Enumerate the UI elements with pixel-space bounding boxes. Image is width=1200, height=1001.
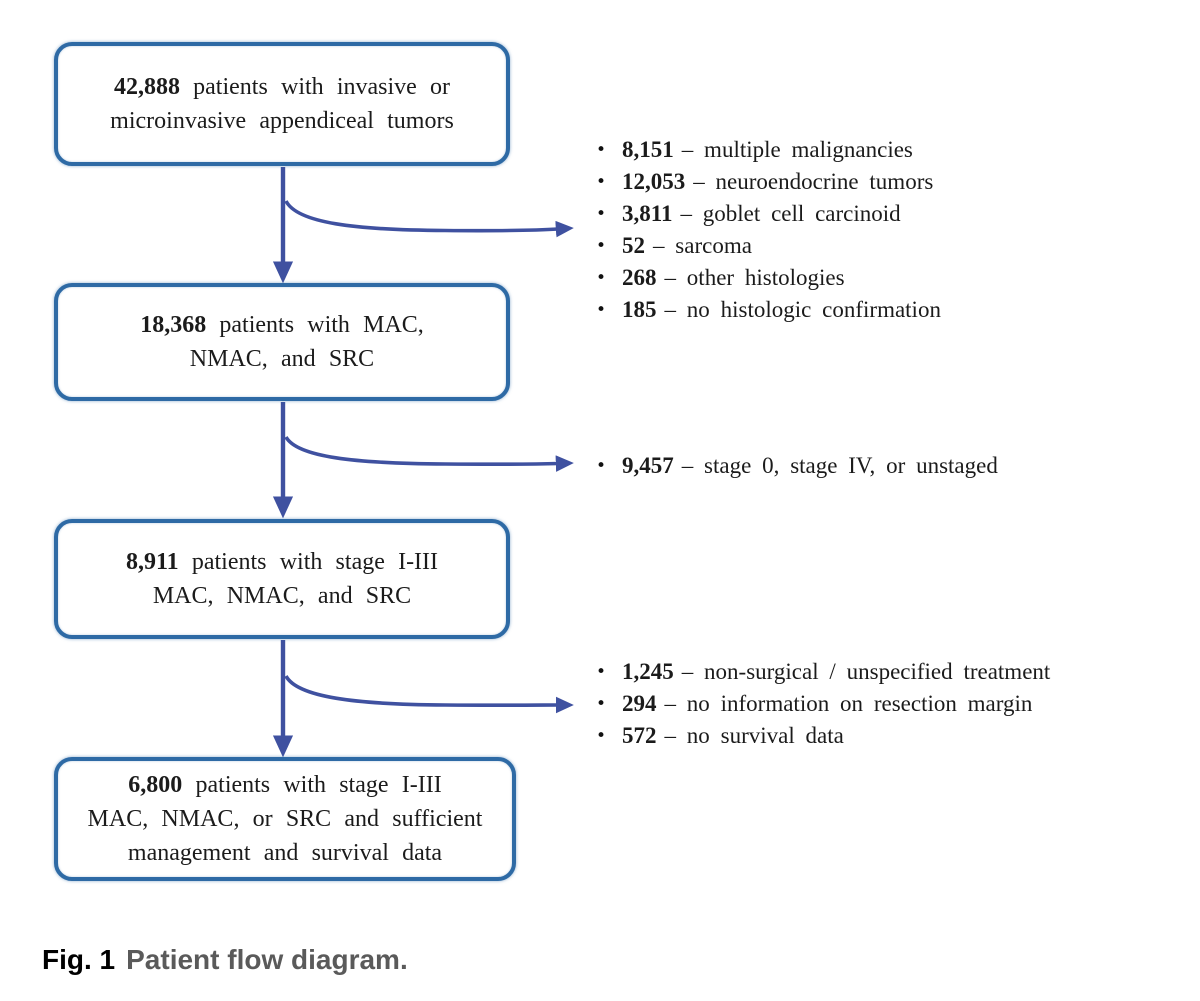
exclusion-item: • 3,811 – goblet cell carcinoid	[596, 198, 941, 230]
exclusion-count: 3,811	[622, 201, 673, 226]
box-count: 18,368	[140, 312, 207, 338]
exclusion-list-2: • 9,457 – stage 0, stage IV, or unstaged	[596, 450, 998, 482]
exclusion-label: – neuroendocrine tumors	[693, 169, 934, 194]
exclusion-count: 12,053	[622, 169, 686, 194]
flow-box-text: 8,911 patients with stage I-III MAC, NMA…	[126, 545, 438, 613]
exclusion-label: – goblet cell carcinoid	[680, 201, 901, 226]
figure-title: Patient flow diagram.	[126, 944, 408, 975]
figure-caption: Fig. 1 Patient flow diagram.	[42, 944, 408, 976]
bullet-icon: •	[596, 694, 607, 714]
flow-box-stage-i-iii: 8,911 patients with stage I-III MAC, NMA…	[54, 519, 510, 639]
flow-box-final-cohort: 6,800 patients with stage I-III MAC, NMA…	[54, 757, 516, 881]
exclusion-count: 185	[622, 297, 657, 322]
box-line-text: patients with stage I-III	[195, 772, 442, 798]
figure-number: Fig. 1	[42, 944, 116, 975]
box-line: management and survival data	[127, 840, 443, 866]
box-count: 6,800	[128, 772, 183, 798]
box-line: 18,368 patients with MAC,	[140, 308, 424, 342]
exclusion-label: – non-surgical / unspecified treatment	[681, 659, 1051, 684]
exclusion-item: • 572 – no survival data	[596, 720, 1050, 752]
box-line: MAC, NMAC, and SRC	[152, 583, 412, 609]
box-line-text: patients with invasive or	[193, 74, 451, 100]
exclusion-count: 572	[622, 723, 657, 748]
exclusion-count: 9,457	[622, 453, 674, 478]
box-line: 42,888 patients with invasive or	[110, 70, 454, 104]
box-line: NMAC, and SRC	[189, 346, 375, 372]
exclusion-label: – multiple malignancies	[681, 137, 913, 162]
exclusion-label: – no information on resection margin	[664, 691, 1033, 716]
exclusion-count: 8,151	[622, 137, 674, 162]
box-line: 6,800 patients with stage I-III	[88, 768, 483, 802]
exclusion-count: 52	[622, 233, 645, 258]
exclusion-count: 294	[622, 691, 657, 716]
box-line: MAC, NMAC, or SRC and sufficient	[87, 806, 483, 832]
exclusion-count: 1,245	[622, 659, 674, 684]
box-count: 42,888	[113, 74, 180, 100]
exclusion-item: • 268 – other histologies	[596, 262, 941, 294]
bullet-icon: •	[596, 172, 607, 192]
exclusion-list-1: • 8,151 – multiple malignancies • 12,053 – n…	[596, 134, 941, 326]
flow-box-text: 6,800 patients with stage I-III MAC, NMA…	[88, 768, 483, 870]
exclusion-label: – no survival data	[664, 723, 844, 748]
flow-box-text: 42,888 patients with invasive or microin…	[110, 70, 454, 138]
bullet-icon: •	[596, 204, 607, 224]
bullet-icon: •	[596, 456, 607, 476]
flow-box-total-patients: 42,888 patients with invasive or microin…	[54, 42, 510, 166]
bullet-icon: •	[596, 662, 607, 682]
exclusion-branch-arrow-2	[284, 435, 574, 472]
box-count: 8,911	[125, 549, 179, 575]
exclusion-list-3: • 1,245 – non-surgical / unspecified treat…	[596, 656, 1050, 752]
box-line-text: patients with stage I-III	[191, 549, 439, 575]
exclusion-count: 268	[622, 265, 657, 290]
bullet-icon: •	[596, 268, 607, 288]
exclusion-item: • 185 – no histologic confirmation	[596, 294, 941, 326]
bullet-icon: •	[596, 726, 607, 746]
exclusion-item: • 12,053 – neuroendocrine tumors	[596, 166, 941, 198]
exclusion-item: • 52 – sarcoma	[596, 230, 941, 262]
box-line: microinvasive appendiceal tumors	[110, 108, 454, 134]
bullet-icon: •	[596, 300, 607, 320]
bullet-icon: •	[596, 140, 607, 160]
exclusion-branch-arrow-3	[284, 675, 574, 714]
exclusion-item: • 1,245 – non-surgical / unspecified treat…	[596, 656, 1050, 688]
exclusion-branch-arrow-1	[284, 200, 574, 238]
box-line: 8,911 patients with stage I-III	[126, 545, 438, 579]
exclusion-item: • 8,151 – multiple malignancies	[596, 134, 941, 166]
exclusion-label: – sarcoma	[653, 233, 752, 258]
exclusion-item: • 294 – no information on resection margin	[596, 688, 1050, 720]
flow-box-text: 18,368 patients with MAC, NMAC, and SRC	[140, 308, 424, 376]
exclusion-label: – no histologic confirmation	[664, 297, 941, 322]
exclusion-item: • 9,457 – stage 0, stage IV, or unstaged	[596, 450, 998, 482]
box-line-text: patients with MAC,	[219, 312, 424, 338]
exclusion-label: – stage 0, stage IV, or unstaged	[681, 453, 998, 478]
exclusion-label: – other histologies	[664, 265, 845, 290]
flow-box-mac-nmac-src: 18,368 patients with MAC, NMAC, and SRC	[54, 283, 510, 401]
bullet-icon: •	[596, 236, 607, 256]
